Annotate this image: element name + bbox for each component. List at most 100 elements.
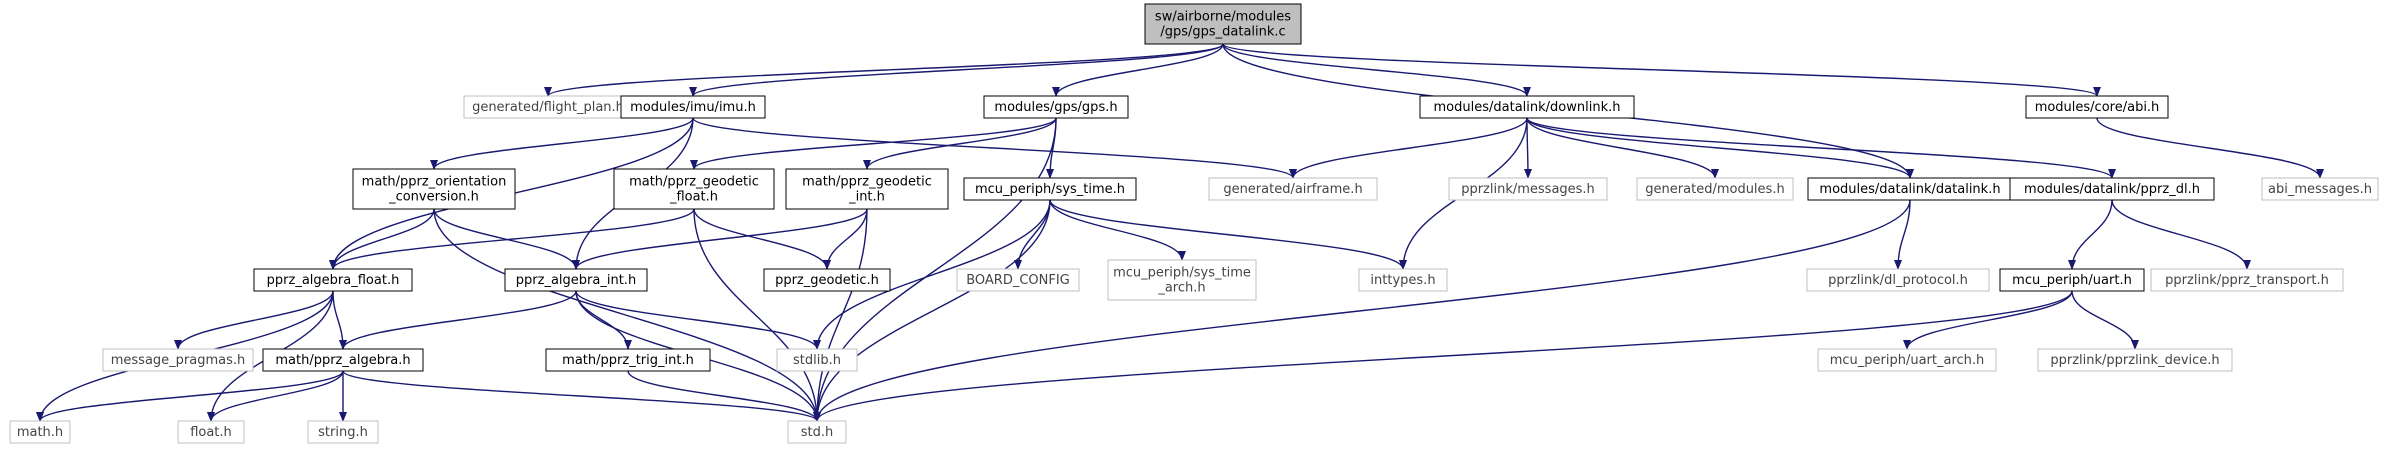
- edge-sys_time-to-stdlib: [813, 199, 1051, 350]
- node-box: [1806, 268, 1990, 292]
- node-label: modules/datalink/downlink.h: [1434, 100, 1621, 115]
- node-downlink[interactable]: modules/datalink/downlink.h: [1419, 95, 1635, 119]
- node-string: string.h: [307, 420, 379, 444]
- node-trig_int[interactable]: math/pprz_trig_int.h: [545, 348, 711, 372]
- node-box: [963, 177, 1137, 201]
- node-box: [307, 420, 379, 444]
- node-label: abi_messages.h: [2268, 182, 2372, 197]
- edge-geo_float-to-std: [693, 208, 821, 422]
- node-label: _float.h: [669, 190, 718, 205]
- node-label: pprzlink/dl_protocol.h: [1828, 273, 1968, 288]
- edge-gps-to-geo_int: [863, 117, 1057, 170]
- node-label: stdlib.h: [793, 353, 841, 368]
- node-box: [504, 268, 648, 292]
- edge-gps-to-geo_float: [690, 117, 1057, 170]
- node-airframe: generated/airframe.h: [1208, 177, 1378, 201]
- node-geo_float[interactable]: math/pprz_geodetic_float.h: [613, 168, 775, 210]
- node-box: [1999, 268, 2145, 292]
- node-box: [983, 95, 1129, 119]
- node-imu[interactable]: modules/imu/imu.h: [620, 95, 766, 119]
- node-label: math/pprz_orientation: [362, 175, 507, 190]
- edge-imu-to-orient: [430, 117, 694, 170]
- edge-geo_int-to-geodetic: [823, 208, 868, 270]
- node-label: pprz_algebra_int.h: [516, 273, 636, 288]
- edge-sys_time-to-std: [813, 199, 1051, 422]
- edge-geo_int-to-std: [813, 208, 868, 422]
- node-box: [1448, 177, 1608, 201]
- edge-root-to-imu: [689, 43, 1224, 97]
- edge-imu-to-airframe: [692, 117, 1297, 179]
- node-alg_int[interactable]: pprz_algebra_int.h: [504, 268, 648, 292]
- node-box: [2150, 268, 2344, 292]
- node-pprzlink_device: pprzlink/pprzlink_device.h: [2037, 348, 2233, 372]
- node-abi_msgs: abi_messages.h: [2261, 177, 2379, 201]
- edge-sys_time-to-inttypes: [1049, 199, 1407, 270]
- node-label: mcu_periph/uart_arch.h: [1830, 353, 1985, 368]
- edge-alg_int-to-stdlib: [575, 290, 821, 350]
- node-datalink[interactable]: modules/datalink/datalink.h: [1807, 177, 2013, 201]
- node-label: pprzlink/pprz_transport.h: [2165, 273, 2329, 288]
- node-pprz_algebra[interactable]: math/pprz_algebra.h: [262, 348, 424, 372]
- node-msg_pragmas: message_pragmas.h: [102, 348, 254, 372]
- node-box: [1419, 95, 1635, 119]
- node-label: message_pragmas.h: [111, 353, 246, 368]
- node-geo_int[interactable]: math/pprz_geodetic_int.h: [785, 168, 949, 210]
- node-abi[interactable]: modules/core/abi.h: [2025, 95, 2169, 119]
- node-orient[interactable]: math/pprz_orientation_conversion.h: [352, 168, 516, 210]
- node-modules_h: generated/modules.h: [1636, 177, 1794, 201]
- node-root[interactable]: sw/airborne/modules/gps/gps_datalink.c: [1144, 3, 1302, 45]
- node-label: pprz_algebra_float.h: [267, 273, 400, 288]
- node-box: [2261, 177, 2379, 201]
- node-label: math.h: [17, 425, 63, 440]
- edge-alg_int-to-trig_int: [575, 290, 632, 350]
- edge-pprz_algebra-to-std: [342, 370, 821, 422]
- node-box: [1144, 3, 1302, 45]
- edge-uart-to-std: [813, 290, 2073, 422]
- node-sys_time[interactable]: mcu_periph/sys_time.h: [963, 177, 1137, 201]
- node-gps[interactable]: modules/gps/gps.h: [983, 95, 1129, 119]
- node-alg_float[interactable]: pprz_algebra_float.h: [253, 268, 413, 292]
- node-label: pprzlink/messages.h: [1461, 182, 1595, 197]
- node-box: [1817, 348, 1997, 372]
- node-pprz_dl[interactable]: modules/datalink/pprz_dl.h: [2009, 177, 2215, 201]
- edge-downlink-to-messages: [1523, 117, 1532, 179]
- node-label: mcu_periph/sys_time.h: [975, 182, 1125, 197]
- node-label: generated/airframe.h: [1223, 182, 1362, 197]
- node-box: [9, 420, 71, 444]
- node-box: [545, 348, 711, 372]
- node-box: [613, 168, 775, 210]
- edge-root-to-gps: [1052, 43, 1224, 97]
- node-label: modules/core/abi.h: [2035, 100, 2160, 115]
- edge-gps-to-sys_time: [1046, 117, 1057, 179]
- node-label: math/pprz_geodetic: [629, 175, 759, 190]
- edge-datalink-to-dl_protocol: [1894, 199, 1911, 270]
- edge-abi-to-abi_msgs: [2096, 117, 2324, 179]
- node-label: math/pprz_algebra.h: [275, 353, 410, 368]
- edge-pprz_algebra-to-math: [36, 370, 344, 422]
- edge-root-to-flight_plan: [544, 43, 1224, 97]
- edge-uart-to-uart_arch: [1903, 290, 2073, 350]
- node-label: BOARD_CONFIG: [966, 273, 1070, 288]
- node-label: mcu_periph/sys_time: [1113, 266, 1251, 281]
- edge-downlink-to-datalink: [1526, 117, 1914, 179]
- node-uart[interactable]: mcu_periph/uart.h: [1999, 268, 2145, 292]
- edge-pprz_dl-to-pprz_transport: [2111, 199, 2251, 270]
- node-geodetic[interactable]: pprz_geodetic.h: [763, 268, 891, 292]
- node-uart_arch: mcu_periph/uart_arch.h: [1817, 348, 1997, 372]
- node-label: /gps/gps_datalink.c: [1160, 25, 1285, 40]
- nodes-layer: sw/airborne/modules/gps/gps_datalink.cge…: [9, 3, 2379, 444]
- node-label: generated/flight_plan.h: [472, 100, 624, 115]
- node-sys_time_arch: mcu_periph/sys_time_arch.h: [1107, 259, 1257, 301]
- node-label: inttypes.h: [1370, 273, 1435, 288]
- edge-pprz_algebra-to-float: [207, 370, 344, 422]
- node-label: generated/modules.h: [1645, 182, 1784, 197]
- node-box: [620, 95, 766, 119]
- node-label: _arch.h: [1157, 281, 1205, 296]
- node-box: [352, 168, 516, 210]
- node-label: modules/imu/imu.h: [630, 100, 756, 115]
- edge-sys_time-to-board_config: [1014, 199, 1051, 270]
- node-flight_plan: generated/flight_plan.h: [463, 95, 633, 119]
- node-box: [1358, 268, 1448, 292]
- node-box: [2037, 348, 2233, 372]
